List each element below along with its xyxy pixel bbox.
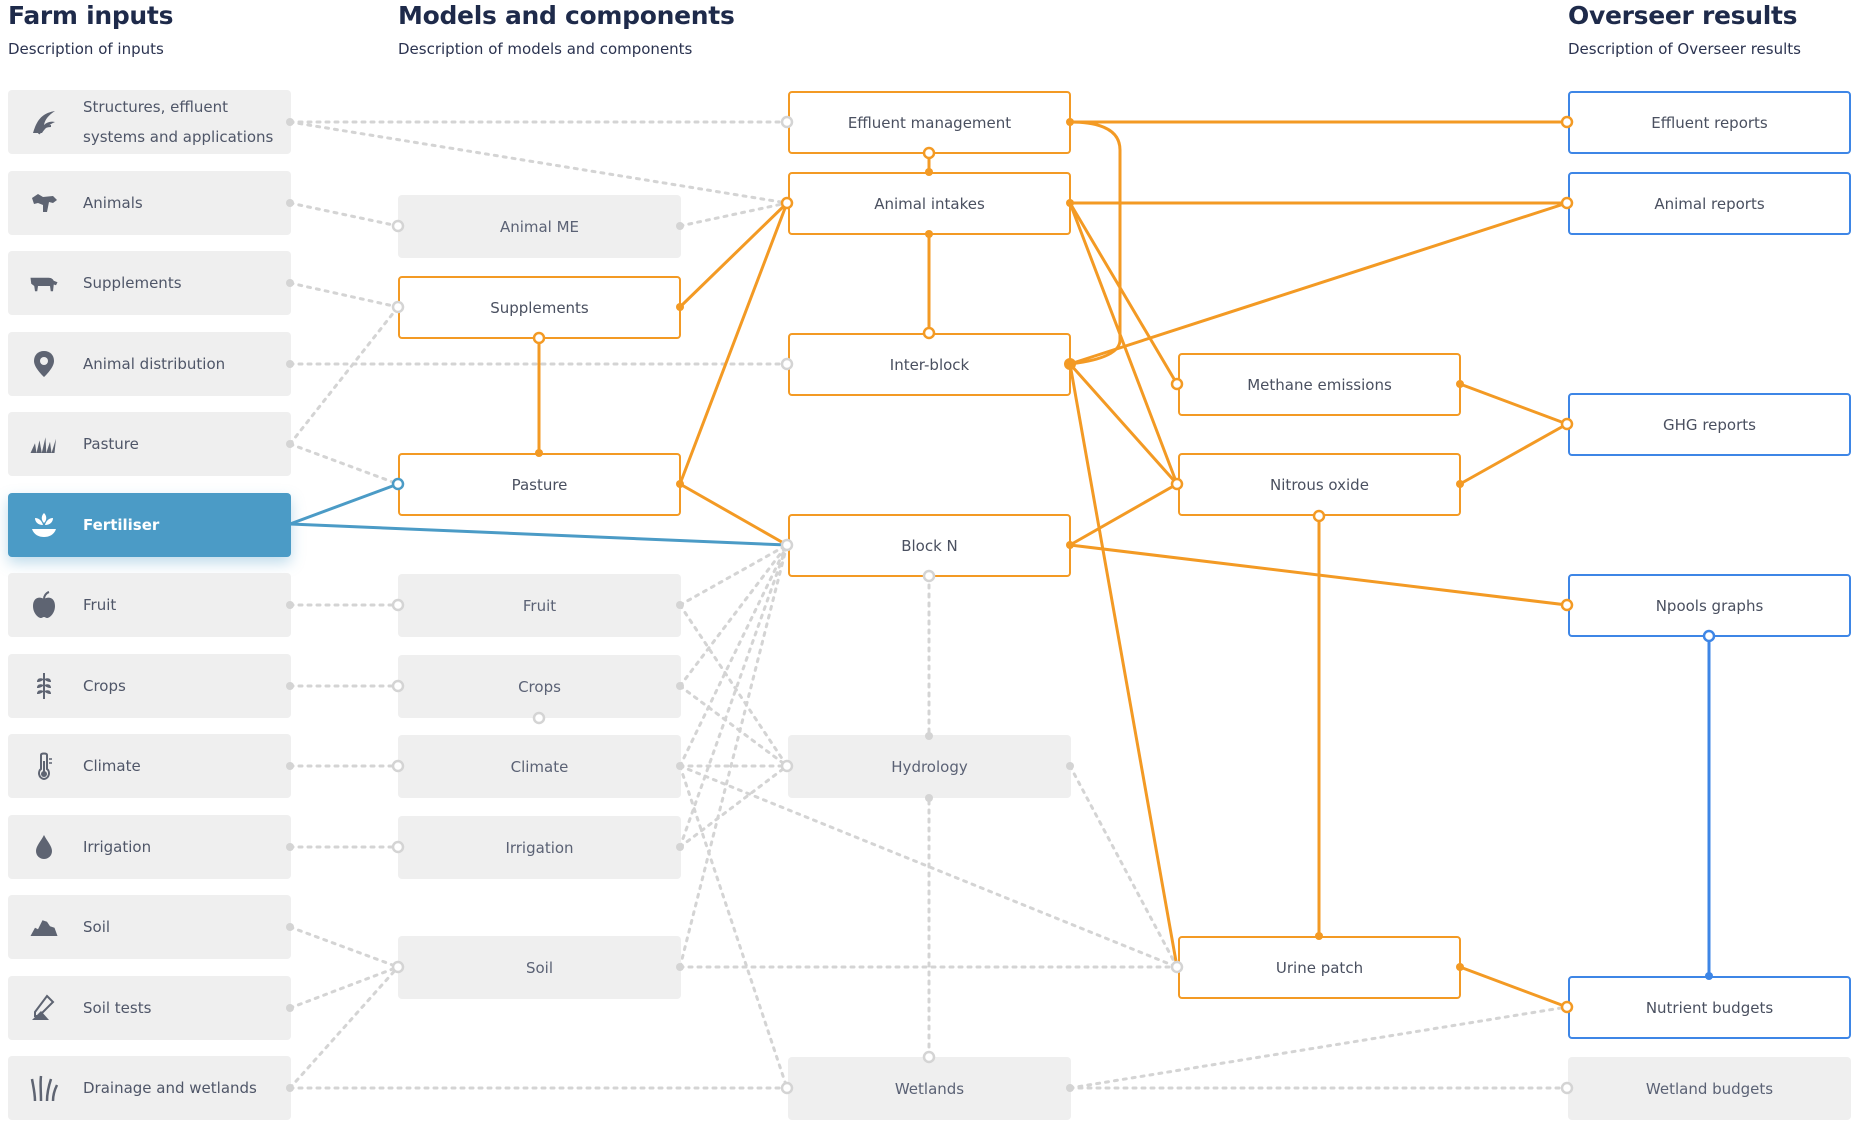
water-drop-icon	[29, 832, 59, 862]
result-label: Animal reports	[1654, 194, 1765, 213]
models-title: Models and components	[398, 1, 735, 30]
active-orange-links	[537, 120, 1569, 1009]
result-label: Effluent reports	[1651, 113, 1768, 132]
effluent-icon	[29, 107, 59, 137]
soil-icon	[29, 912, 59, 942]
model-animal-intakes[interactable]: Animal intakes	[788, 172, 1071, 235]
input-label: Soil	[83, 918, 111, 936]
component-label: Climate	[510, 757, 569, 776]
input-label: Structures, effluent systems and applica…	[83, 98, 274, 146]
input-label: Animal distribution	[83, 355, 226, 373]
component-label: Soil	[525, 958, 554, 977]
input-label: Irrigation	[83, 838, 152, 856]
input-drainage-wetlands[interactable]: Drainage and wetlands	[8, 1056, 291, 1120]
model-inter-block[interactable]: Inter-block	[788, 333, 1071, 396]
model-label: Effluent management	[847, 113, 1012, 132]
input-soil[interactable]: Soil	[8, 895, 291, 959]
input-fertiliser[interactable]: Fertiliser	[8, 493, 291, 557]
model-effluent-management[interactable]: Effluent management	[788, 91, 1071, 154]
input-label: Climate	[83, 757, 141, 775]
location-pin-icon	[29, 349, 59, 379]
model-label: Urine patch	[1275, 958, 1364, 977]
soil-tests-icon	[29, 993, 59, 1023]
model-label: Hydrology	[891, 757, 968, 776]
input-soil-tests[interactable]: Soil tests	[8, 976, 291, 1040]
model-label: Inter-block	[889, 355, 970, 374]
input-supplements[interactable]: Supplements	[8, 251, 291, 315]
model-hydrology[interactable]: Hydrology	[788, 735, 1071, 798]
component-label: Crops	[518, 677, 561, 696]
component-label: Fruit	[522, 596, 557, 615]
component-irrigation[interactable]: Irrigation	[398, 816, 681, 879]
model-label: Nitrous oxide	[1270, 475, 1369, 494]
input-label: Supplements	[83, 274, 182, 292]
results-title: Overseer results	[1568, 1, 1798, 30]
results-header: Overseer results Description of Overseer…	[1568, 1, 1801, 59]
model-methane-emissions[interactable]: Methane emissions	[1178, 353, 1461, 416]
model-block-n[interactable]: Block N	[788, 514, 1071, 577]
result-nutrient-budgets[interactable]: Nutrient budgets	[1568, 976, 1851, 1039]
input-climate[interactable]: Climate	[8, 734, 291, 798]
models-description-link[interactable]: Description of models and components	[398, 40, 693, 58]
wetland-grass-icon	[29, 1073, 59, 1103]
result-effluent-reports[interactable]: Effluent reports	[1568, 91, 1851, 154]
result-label: GHG reports	[1663, 415, 1756, 434]
input-animals[interactable]: Animals	[8, 171, 291, 235]
component-crops[interactable]: Crops	[398, 655, 681, 718]
input-structures-effluent[interactable]: Structures, effluent systems and applica…	[8, 90, 291, 154]
component-animal-me[interactable]: Animal ME	[398, 195, 681, 258]
result-label: Nutrient budgets	[1645, 998, 1774, 1017]
input-crops[interactable]: Crops	[8, 654, 291, 718]
inactive-dotted-links	[288, 120, 1569, 1090]
pasture-icon	[29, 429, 59, 459]
animals-icon	[29, 188, 59, 218]
input-pasture[interactable]: Pasture	[8, 412, 291, 476]
input-label: Crops	[83, 677, 126, 695]
input-fruit[interactable]: Fruit	[8, 573, 291, 637]
model-wetlands[interactable]: Wetlands	[788, 1057, 1071, 1120]
component-label: Animal ME	[499, 217, 580, 236]
result-label: Wetland budgets	[1645, 1079, 1774, 1098]
input-label: Fruit	[83, 596, 117, 614]
input-label: Drainage and wetlands	[83, 1079, 257, 1097]
result-npools-graphs[interactable]: Npools graphs	[1568, 574, 1851, 637]
models-header: Models and components Description of mod…	[398, 1, 735, 59]
input-irrigation[interactable]: Irrigation	[8, 815, 291, 879]
input-label: Pasture	[83, 435, 139, 453]
model-label: Animal intakes	[874, 194, 985, 213]
fertiliser-icon	[29, 510, 59, 540]
component-soil[interactable]: Soil	[398, 936, 681, 999]
model-nitrous-oxide[interactable]: Nitrous oxide	[1178, 453, 1461, 516]
model-urine-patch[interactable]: Urine patch	[1178, 936, 1461, 999]
component-fruit[interactable]: Fruit	[398, 574, 681, 637]
component-pasture[interactable]: Pasture	[398, 453, 681, 516]
component-climate[interactable]: Climate	[398, 735, 681, 798]
thermometer-icon	[29, 751, 59, 781]
supplements-icon	[29, 268, 59, 298]
model-label: Methane emissions	[1247, 375, 1392, 394]
component-label: Irrigation	[505, 838, 574, 857]
crops-icon	[29, 671, 59, 701]
inputs-description-link[interactable]: Description of inputs	[8, 40, 164, 58]
active-blue-links	[288, 482, 1711, 978]
results-description-link[interactable]: Description of Overseer results	[1568, 40, 1801, 58]
apple-icon	[29, 590, 59, 620]
result-ghg-reports[interactable]: GHG reports	[1568, 393, 1851, 456]
result-wetland-budgets[interactable]: Wetland budgets	[1568, 1057, 1851, 1120]
input-label: Animals	[83, 194, 143, 212]
farm-inputs-header: Farm inputs Description of inputs	[8, 1, 174, 59]
result-label: Npools graphs	[1655, 596, 1764, 615]
input-label: Soil tests	[83, 999, 152, 1017]
component-label: Pasture	[511, 475, 568, 494]
model-label: Block N	[901, 536, 958, 555]
input-animal-distribution[interactable]: Animal distribution	[8, 332, 291, 396]
farm-inputs-title: Farm inputs	[8, 1, 174, 30]
component-label: Supplements	[490, 298, 589, 317]
model-label: Wetlands	[894, 1079, 965, 1098]
input-label: Fertiliser	[83, 516, 160, 534]
result-animal-reports[interactable]: Animal reports	[1568, 172, 1851, 235]
component-supplements[interactable]: Supplements	[398, 276, 681, 339]
